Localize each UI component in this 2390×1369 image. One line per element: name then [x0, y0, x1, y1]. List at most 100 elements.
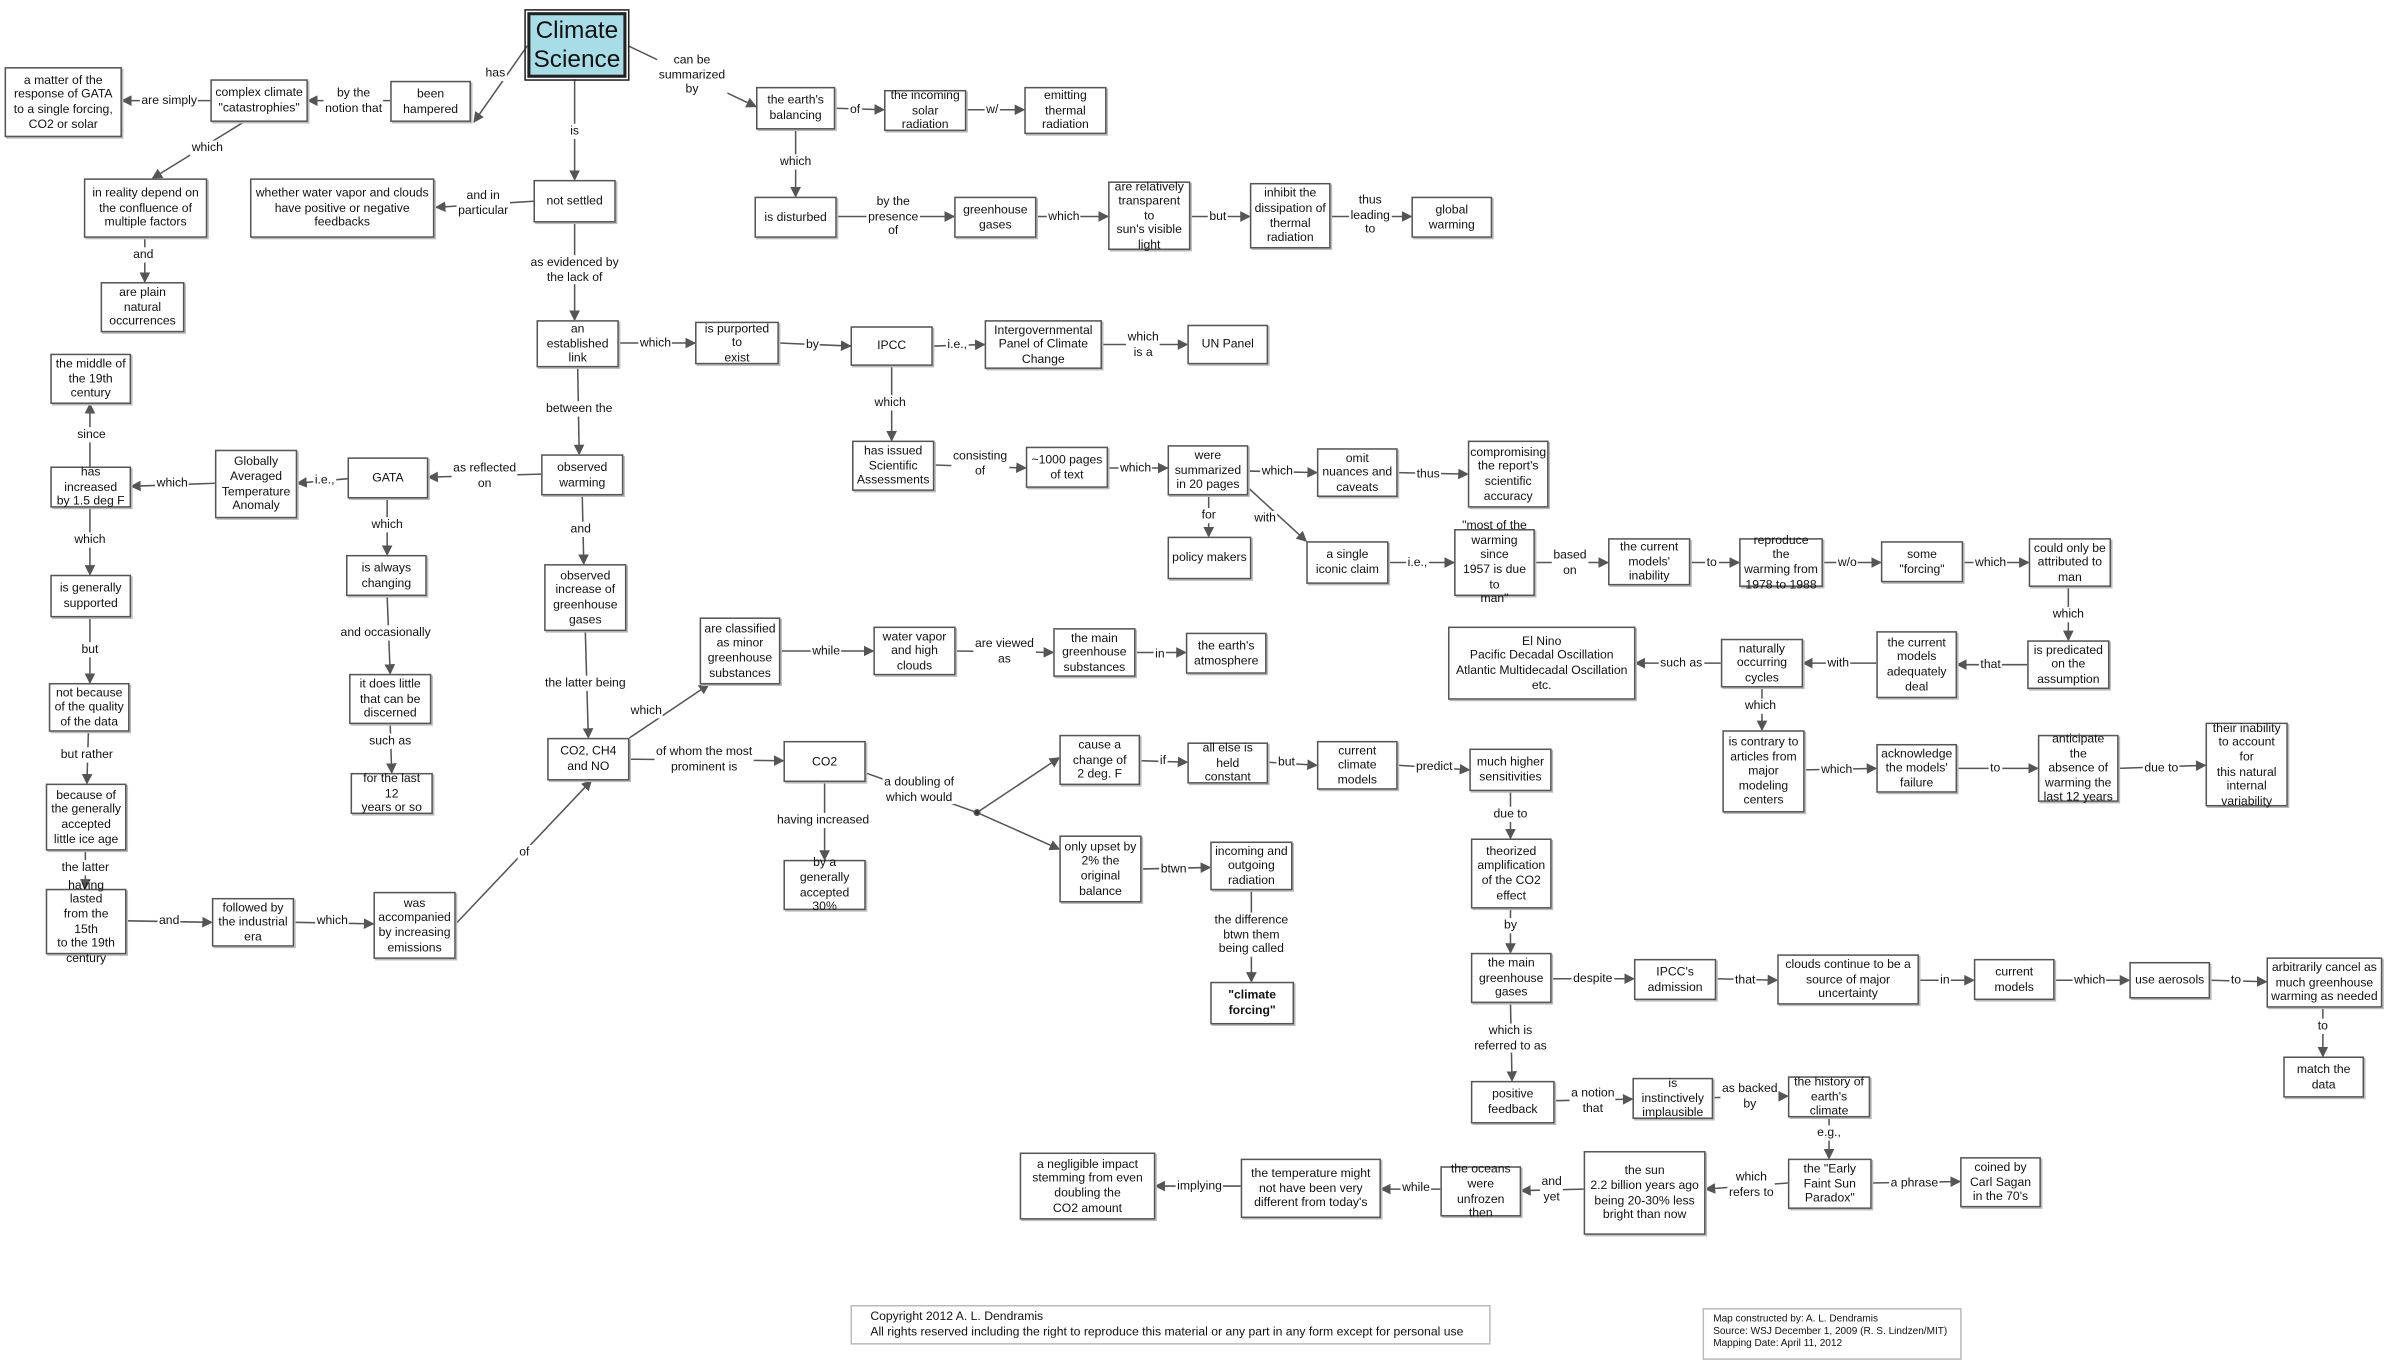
node-ipcc[interactable]: IPCC [850, 326, 933, 366]
node-ipcc-admission[interactable]: IPCC's admission [1633, 958, 1717, 1001]
node-early-faint-sun-paradox[interactable]: the "Early Faint Sun Paradox" [1787, 1158, 1872, 1209]
node-co2-ch4-no[interactable]: CO2, CH4 and NO [547, 737, 630, 781]
node-arbitrarily-cancel[interactable]: arbitrarily cancel as much greenhouse wa… [2266, 957, 2383, 1008]
node-models-inability[interactable]: the current models' inability [1608, 538, 1691, 586]
node-change-2-deg[interactable]: cause a change of 2 deg. F [1059, 734, 1141, 786]
link-label-ie: i.e., [1406, 555, 1429, 570]
node-oceans-unfrozen[interactable]: the oceans were unfrozen then [1440, 1162, 1522, 1220]
node-most-of-warming-quote[interactable]: "most of the warming since 1957 is due t… [1454, 519, 1535, 606]
node-last-12-years[interactable]: for the last 12 years or so [350, 772, 433, 815]
node-attributed-to-man[interactable]: could only be attributed to man [2028, 538, 2112, 587]
node-middle-19th-century[interactable]: the middle of the 19th century [50, 353, 132, 404]
node-naturally-occurring-cycles[interactable]: naturally occurring cycles [1720, 638, 1804, 688]
node-inability-natural-variability[interactable]: their inability to account for this natu… [2205, 721, 2288, 808]
node-un-panel[interactable]: UN Panel [1187, 324, 1269, 365]
node-predicated-assumption[interactable]: is predicated on the assumption [2027, 640, 2110, 690]
node-minor-greenhouse[interactable]: are classified as minor greenhouse subst… [699, 617, 781, 685]
node-climate-science[interactable]: Climate Science [524, 9, 630, 81]
node-positive-feedback[interactable]: positive feedback [1470, 1080, 1555, 1124]
connector-line [629, 683, 710, 739]
node-coined-carl-sagan[interactable]: coined by Carl Sagan in the 70's [1960, 1157, 2041, 1208]
link-label-which: which [190, 140, 225, 156]
node-not-settled[interactable]: not settled [533, 179, 616, 223]
node-industrial-era[interactable]: followed by the industrial era [211, 897, 295, 947]
node-purported-to-exist[interactable]: is purported to exist [695, 321, 779, 365]
node-theorized-amplification[interactable]: theorized amplification of the CO2 effec… [1470, 838, 1552, 909]
node-is-disturbed[interactable]: is disturbed [754, 196, 837, 238]
node-increased-1-5-deg[interactable]: has increased by 1.5 deg F [50, 465, 132, 508]
node-match-the-data[interactable]: match the data [2283, 1056, 2365, 1098]
node-established-link[interactable]: an established link [536, 320, 619, 368]
node-gata[interactable]: GATA [347, 457, 429, 499]
node-earths-balancing[interactable]: the earth's balancing [756, 86, 836, 130]
link-label-the-difference: the difference btwn them being called [1213, 912, 1290, 957]
node-been-hampered[interactable]: been hampered [390, 80, 471, 122]
link-label-which: which [2072, 972, 2107, 988]
node-in-reality-depend[interactable]: in reality depend on the confluence of m… [83, 178, 208, 238]
node-lasted-15th-19th[interactable]: having lasted from the 15th to the 19th … [45, 878, 127, 965]
node-main-greenhouse-gases[interactable]: the main greenhouse gases [1470, 952, 1552, 1004]
node-clouds-uncertainty[interactable]: clouds continue to be a source of major … [1777, 954, 1919, 1005]
node-not-quality-of-data[interactable]: not because of the quality of the data [48, 682, 130, 732]
node-does-little[interactable]: it does little that can be discerned [349, 673, 432, 725]
node-temperature-different[interactable]: the temperature might not have been very… [1240, 1158, 1381, 1219]
node-accepted-30-percent[interactable]: by a generally accepted 30% [783, 856, 866, 913]
node-negligible-impact[interactable]: a negligible impact stemming from even d… [1019, 1152, 1156, 1220]
link-label-the-latter-being: the latter being [543, 675, 628, 691]
node-climate-forcing[interactable]: "climate forcing" [1210, 981, 1295, 1025]
link-label-which: which [873, 395, 908, 410]
node-global-warming[interactable]: global warming [1411, 196, 1493, 238]
link-label-a-phrase: a phrase [1889, 1175, 1940, 1191]
link-label-since: since [75, 427, 108, 442]
node-complex-climate-catastrophies[interactable]: complex climate "catastrophies" [210, 79, 308, 122]
node-co2[interactable]: CO2 [783, 740, 866, 783]
node-incoming-outgoing-radiation[interactable]: incoming and outgoing radiation [1210, 841, 1293, 891]
node-scientific-assessments[interactable]: has issued Scientific Assessments [852, 440, 935, 491]
node-policy-makers[interactable]: policy makers [1167, 536, 1252, 580]
node-omit-nuances[interactable]: omit nuances and caveats [1316, 448, 1398, 497]
node-current-climate-models[interactable]: current climate models [1316, 740, 1398, 790]
node-sun-2-2-billion[interactable]: the sun 2.2 billion years ago being 20-3… [1583, 1150, 1706, 1235]
node-little-ice-age[interactable]: because of the generally accepted little… [45, 783, 127, 851]
node-observed-increase-ghg[interactable]: observed increase of greenhouse gases [544, 564, 627, 632]
node-matter-of-gata-response[interactable]: a matter of the response of GATA to a si… [4, 67, 122, 138]
link-label-consisting-of: consisting of [951, 448, 1009, 479]
node-use-aerosols[interactable]: use aerosols [2129, 961, 2211, 999]
node-relatively-transparent[interactable]: are relatively transparent to sun's visi… [1108, 179, 1191, 251]
node-summarized-20-pages[interactable]: were summarized in 20 pages [1167, 445, 1249, 496]
node-greenhouse-gases[interactable]: greenhouse gases [954, 196, 1037, 238]
node-contrary-to-articles[interactable]: is contrary to articles from major model… [1722, 730, 1805, 813]
node-generally-supported[interactable]: is generally supported [50, 574, 132, 618]
node-water-vapor-clouds-feedbacks[interactable]: whether water vapor and clouds have posi… [249, 178, 435, 238]
node-plain-natural-occurrences[interactable]: are plain natural occurrences [100, 282, 185, 333]
node-earths-atmosphere[interactable]: the earth's atmosphere [1185, 632, 1267, 674]
node-water-vapor-high-clouds[interactable]: water vapor and high clouds [873, 626, 956, 676]
node-1000-pages[interactable]: ~1000 pages of text [1025, 446, 1109, 488]
node-history-earths-climate[interactable]: the history of earth's climate [1787, 1075, 1871, 1118]
node-models-adequately-deal[interactable]: the current models adequately deal [1876, 631, 1958, 699]
node-single-iconic-claim[interactable]: a single iconic claim [1306, 541, 1389, 584]
node-observed-warming[interactable]: observed warming [541, 454, 624, 496]
node-current-models[interactable]: current models [1973, 958, 2055, 1001]
node-incoming-solar-radiation[interactable]: the incoming solar radiation [884, 89, 967, 132]
node-higher-sensitivities[interactable]: much higher sensitivities [1469, 748, 1552, 792]
node-compromising-accuracy[interactable]: compromising the report's scientific acc… [1467, 440, 1549, 508]
node-main-greenhouse-substances[interactable]: the main greenhouse substances [1053, 628, 1136, 677]
link-label-a-doubling-of: a doubling of which would [882, 775, 956, 805]
node-instinctively-implausible[interactable]: is instinctively implausible [1632, 1076, 1714, 1119]
link-label-w-slash: w/ [984, 102, 1000, 118]
node-accompanied-emissions[interactable]: was accompanied by increasing emissions [373, 891, 456, 959]
node-el-nino-oscillations[interactable]: El Nino Pacific Decadal Oscillation Atla… [1447, 626, 1636, 700]
node-intergovernmental-panel[interactable]: Intergovernmental Panel of Climate Chang… [984, 320, 1102, 369]
node-upset-2-percent[interactable]: only upset by 2% the original balance [1059, 835, 1142, 903]
node-acknowledge-failure[interactable]: acknowledge the models' failure [1876, 743, 1958, 793]
node-inhibit-dissipation[interactable]: inhibit the dissipation of thermal radia… [1249, 182, 1331, 249]
link-label-by: by [804, 337, 821, 352]
node-always-changing[interactable]: is always changing [345, 554, 427, 597]
node-reproduce-warming[interactable]: reproduce the warming from 1978 to 1988 [1739, 533, 1823, 591]
node-some-forcing[interactable]: some "forcing" [1880, 541, 1964, 583]
node-anticipate-absence[interactable]: anticipate the absence of warming the la… [2037, 732, 2119, 804]
node-all-else-constant[interactable]: all else is held constant [1187, 741, 1269, 784]
node-emitting-thermal-radiation[interactable]: emitting thermal radiation [1024, 86, 1107, 135]
node-gata-full-name[interactable]: Globally Averaged Temperature Anomaly [214, 449, 298, 519]
